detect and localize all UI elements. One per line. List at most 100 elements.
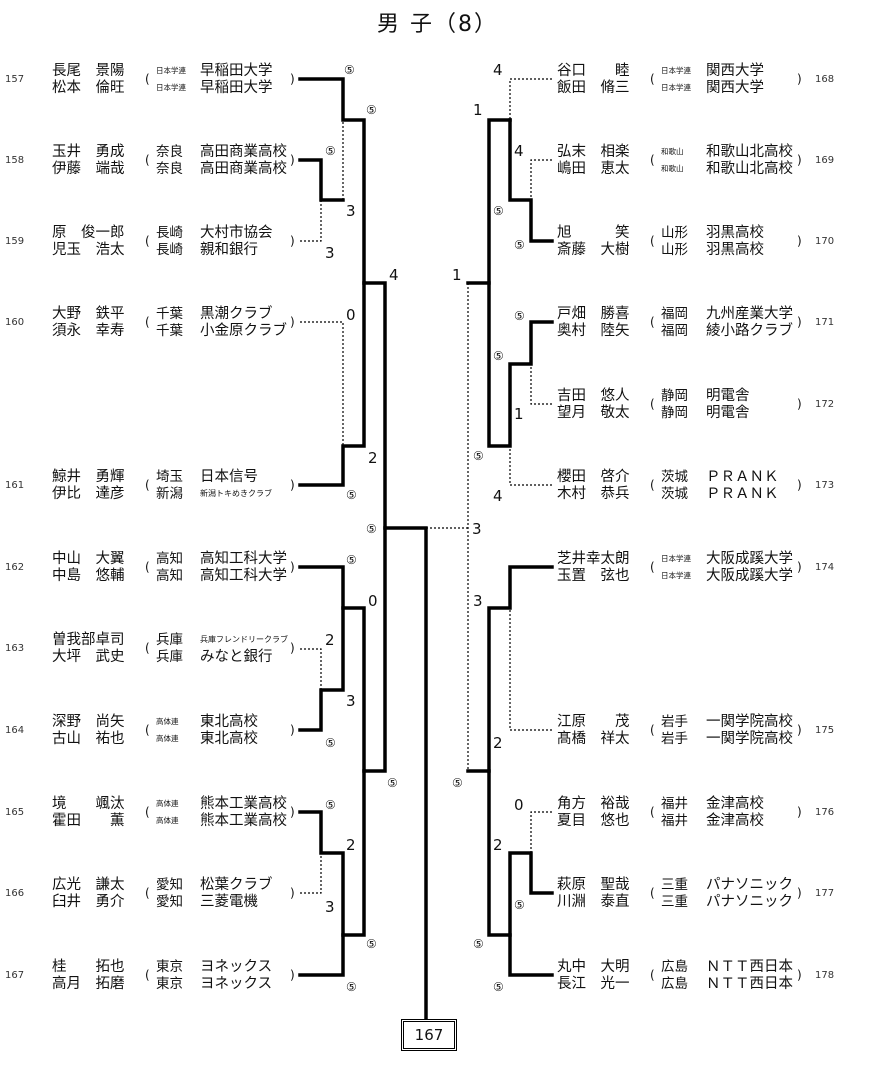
- prefecture: 福井: [661, 796, 688, 812]
- player-name: 玉置 弦也: [557, 568, 630, 584]
- game-score: ⑤: [346, 980, 357, 994]
- player-name: 角方 裕哉: [557, 796, 630, 812]
- player-name: 長江 光一: [557, 976, 630, 992]
- game-score: ⑤: [514, 309, 525, 323]
- player-name: 広光 謙太: [52, 877, 125, 893]
- paren-close: ): [290, 886, 295, 900]
- affiliation: 九州産業大学: [706, 306, 793, 322]
- affiliation: 明電舎: [706, 388, 750, 404]
- prefecture: 福井: [661, 813, 688, 829]
- paren-close: ): [290, 478, 295, 492]
- player-name: 萩原 聖哉: [557, 877, 630, 893]
- affiliation: ＰＲＡＮＫ: [706, 486, 779, 502]
- paren-close: ): [797, 560, 802, 574]
- entry-number: 171: [815, 317, 835, 328]
- game-score: ⑤: [366, 522, 377, 536]
- paren-close: ): [290, 968, 295, 982]
- affiliation: 高知工科大学: [200, 568, 287, 584]
- prefecture: 岩手: [661, 714, 688, 730]
- prefecture: 福岡: [661, 323, 688, 339]
- prefecture: 兵庫: [156, 632, 183, 648]
- prefecture: 愛知: [156, 877, 183, 893]
- player-name: 児玉 浩太: [52, 242, 125, 258]
- game-score: ⑤: [366, 937, 377, 951]
- paren-open: (: [650, 560, 655, 574]
- affiliation: 一関学院高校: [706, 714, 793, 730]
- affiliation: 金津高校: [706, 796, 764, 812]
- game-score: ⑤: [452, 776, 463, 790]
- player-name: 木村 恭兵: [557, 486, 630, 502]
- game-score: 3: [346, 202, 356, 220]
- affiliation: 熊本工業高校: [200, 813, 287, 829]
- player-name: 丸中 大明: [557, 959, 630, 975]
- affiliation: みなと銀行: [200, 649, 273, 665]
- affiliation: 関西大学: [706, 63, 764, 79]
- paren-close: ): [290, 153, 295, 167]
- player-name: 鯨井 勇輝: [52, 469, 125, 485]
- prefecture: 長崎: [156, 242, 183, 258]
- affiliation: 早稲田大学: [200, 80, 273, 96]
- player-name: 伊藤 端哉: [52, 161, 125, 177]
- affiliation: 羽黒高校: [706, 242, 764, 258]
- prefecture: 山形: [661, 242, 688, 258]
- entry-number: 176: [815, 807, 835, 818]
- paren-open: (: [145, 886, 150, 900]
- player-name: 谷口 睦: [557, 63, 630, 79]
- entry-number: 161: [5, 480, 25, 491]
- game-score: ⑤: [325, 144, 336, 158]
- player-name: 夏目 悠也: [557, 813, 630, 829]
- paren-close: ): [797, 153, 802, 167]
- affiliation: 小金原クラブ: [200, 323, 287, 339]
- player-name: 戸畑 勝喜: [557, 306, 630, 322]
- prefecture: 広島: [661, 976, 688, 992]
- game-score: ⑤: [387, 776, 398, 790]
- game-score: 4: [493, 61, 503, 79]
- affiliation: パナソニック: [706, 877, 793, 893]
- prefecture: 奈良: [156, 144, 183, 160]
- paren-open: (: [145, 153, 150, 167]
- paren-open: (: [145, 315, 150, 329]
- prefecture: 愛知: [156, 894, 183, 910]
- player-name: 桂 拓也: [52, 959, 125, 975]
- prefecture: 三重: [661, 877, 688, 893]
- player-name: 髙橋 祥太: [557, 731, 630, 747]
- affiliation: 大阪成蹊大学: [706, 568, 793, 584]
- paren-close: ): [797, 968, 802, 982]
- affiliation: ヨネックス: [200, 959, 273, 975]
- game-score: 3: [473, 592, 483, 610]
- paren-open: (: [145, 805, 150, 819]
- prefecture: 東京: [156, 976, 183, 992]
- affiliation: 関西大学: [706, 80, 764, 96]
- entry-number: 162: [5, 562, 25, 573]
- affiliation: 綾小路クラブ: [706, 323, 793, 339]
- game-score: 0: [514, 796, 524, 814]
- paren-open: (: [650, 478, 655, 492]
- entry-number: 178: [815, 970, 835, 981]
- game-score: ⑤: [344, 63, 355, 77]
- prefecture: 岩手: [661, 731, 688, 747]
- entry-number: 170: [815, 236, 835, 247]
- affiliation: 早稲田大学: [200, 63, 273, 79]
- paren-close: ): [290, 641, 295, 655]
- entry-number: 157: [5, 74, 25, 85]
- paren-close: ): [290, 72, 295, 86]
- player-name: 大坪 武史: [52, 649, 125, 665]
- paren-close: ): [797, 805, 802, 819]
- game-score: 2: [493, 836, 503, 854]
- affiliation: 明電舎: [706, 405, 750, 421]
- player-name: 深野 尚矢: [52, 714, 125, 730]
- entry-number: 177: [815, 888, 835, 899]
- entry-number: 172: [815, 399, 835, 410]
- prefecture: 奈良: [156, 161, 183, 177]
- game-score: 4: [514, 142, 524, 160]
- paren-open: (: [145, 968, 150, 982]
- entry-number: 165: [5, 807, 25, 818]
- affiliation: 日本信号: [200, 469, 258, 485]
- game-score: ⑤: [473, 937, 484, 951]
- game-score: 2: [368, 449, 378, 467]
- player-name: 原 俊一郎: [52, 225, 125, 241]
- paren-open: (: [650, 805, 655, 819]
- game-score: 4: [389, 266, 399, 284]
- prefecture: 高知: [156, 551, 183, 567]
- game-score: ⑤: [325, 798, 336, 812]
